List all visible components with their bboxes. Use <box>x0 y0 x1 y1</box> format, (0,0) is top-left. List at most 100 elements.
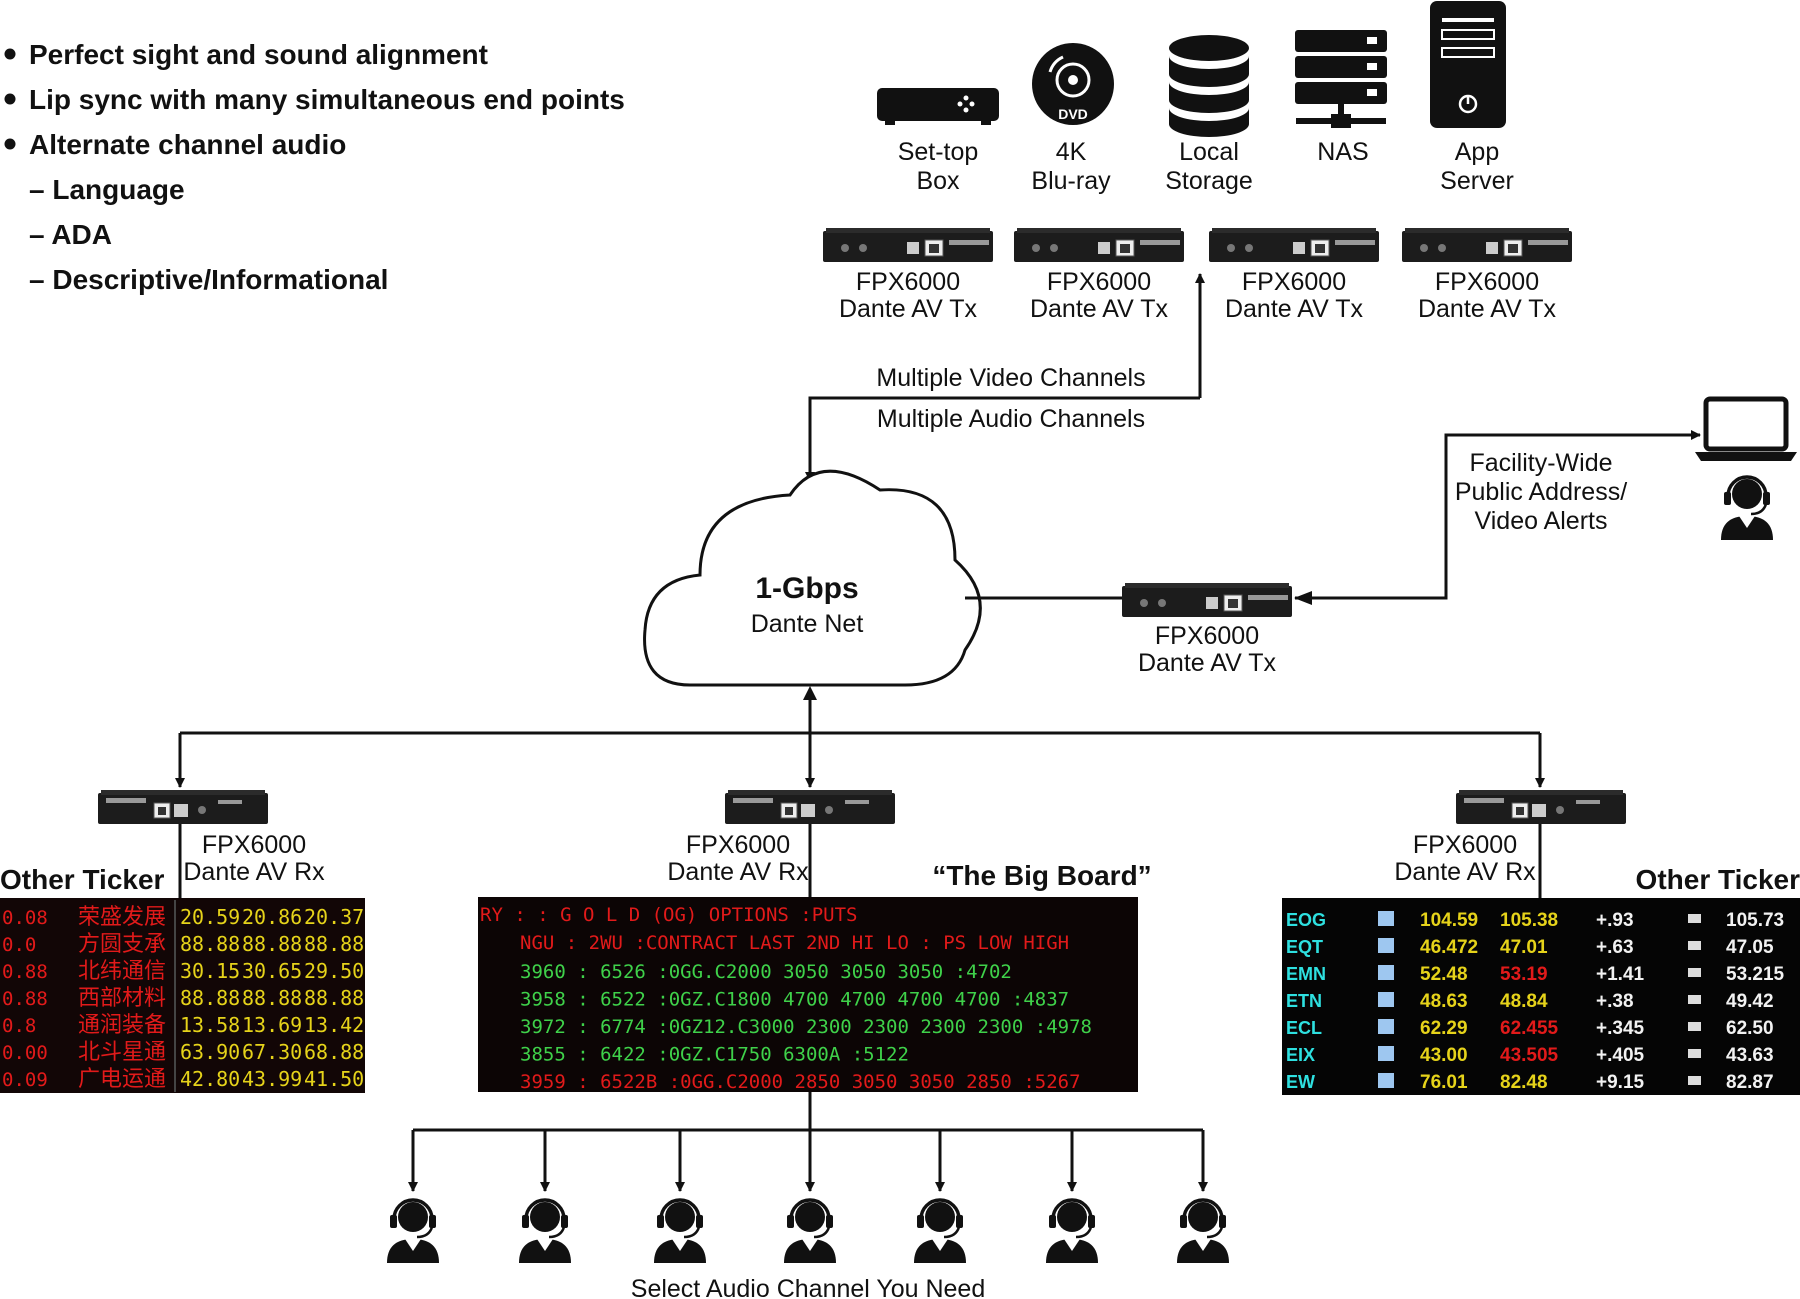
volume-bars-icon <box>1688 1049 1701 1058</box>
big-board-row: 3972 : 6774 :0GZ12.C3000 2300 2300 2300 … <box>520 1016 1092 1038</box>
rx-device-icon <box>98 790 268 824</box>
ticker-value: 0.8 <box>2 1015 36 1037</box>
volume-bars-icon <box>1688 995 1701 1004</box>
pa-label: Public Address/ <box>1455 478 1627 506</box>
bullet-dot <box>4 93 16 105</box>
ticker-change: +1.41 <box>1596 964 1645 985</box>
pa-tx-label: FPX6000 <box>1155 622 1259 650</box>
ticker-change: +.63 <box>1596 937 1634 958</box>
tx-device-label: FPX6000 <box>1242 268 1346 296</box>
source-labels: Set-top Box 4K Blu-ray Local Storage NAS… <box>898 138 1514 195</box>
document-icon <box>1378 992 1394 1007</box>
ticker-value: 0.00 <box>2 1042 48 1064</box>
rx-device-label: Dante AV Rx <box>667 858 809 886</box>
rx-device-label: FPX6000 <box>686 831 790 859</box>
ticker-change: +.93 <box>1596 910 1634 931</box>
tx-device-icon <box>1209 228 1379 262</box>
ticker-value: 13.58 <box>180 1013 240 1037</box>
ticker-name: 通润装备 <box>78 1013 166 1038</box>
ticker-value: 105.73 <box>1726 910 1784 931</box>
set-top-box-icon <box>877 88 999 125</box>
tx-device-icon <box>1014 228 1184 262</box>
big-board-title: “The Big Board” <box>932 860 1151 891</box>
ticker-value: 20.86 <box>242 905 302 929</box>
ticker-value: 47.01 <box>1500 937 1548 958</box>
ticker-change: +.38 <box>1596 991 1634 1012</box>
ticker-value: 20.37 <box>304 905 364 929</box>
tx-device-row: FPX6000 Dante AV Tx FPX6000 Dante AV Tx … <box>823 228 1572 323</box>
listener-distribution: Select Audio Channel You Need <box>385 1092 1231 1299</box>
document-icon <box>1378 911 1394 926</box>
rx-distribution: FPX6000 Dante AV Rx FPX6000 Dante AV Rx … <box>98 686 1626 900</box>
rx-device-icon <box>725 790 895 824</box>
headset-listener-icon <box>385 1198 441 1263</box>
ticker-change: +.405 <box>1596 1045 1645 1066</box>
pa-tx-label: Dante AV Tx <box>1138 649 1277 677</box>
ticker-name: 北斗星通 <box>78 1040 166 1065</box>
ticker-symbol: EW <box>1286 1072 1315 1092</box>
ticker-name: 北纬通信 <box>78 959 166 984</box>
pa-tx-device-icon <box>1122 583 1292 617</box>
tx-device-label: FPX6000 <box>1435 268 1539 296</box>
svg-text:DVD: DVD <box>1058 106 1088 122</box>
ticker-value: 82.87 <box>1726 1072 1774 1093</box>
bullet-dot <box>4 138 16 150</box>
ticker-value: 46.472 <box>1420 937 1478 958</box>
ticker-value: 43.63 <box>1726 1045 1774 1066</box>
dvd-disc-icon: DVD <box>1032 43 1114 125</box>
headset-listener-icon <box>782 1198 838 1263</box>
big-board-columns: NGU : 2WU :CONTRACT LAST 2ND HI LO : PS … <box>520 932 1069 954</box>
headset-listener-icon <box>517 1198 573 1263</box>
document-icon <box>1378 1073 1394 1088</box>
rx-device-label: Dante AV Rx <box>183 858 325 886</box>
tx-device-label: Dante AV Tx <box>1225 295 1364 323</box>
bullet-item: Lip sync with many simultaneous end poin… <box>29 84 625 115</box>
big-board-row: 3959 : 6522B :0GG.C2000 2850 3050 3050 2… <box>520 1071 1081 1093</box>
source-label: Blu-ray <box>1031 167 1111 195</box>
left-ticker-title: Other Ticker <box>0 864 165 895</box>
volume-bars-icon <box>1688 941 1701 950</box>
rx-device-label: Dante AV Rx <box>1394 858 1536 886</box>
ticker-value: 105.38 <box>1500 910 1558 931</box>
nas-server-icon <box>1295 30 1387 128</box>
ticker-value: 29.50 <box>304 959 364 983</box>
tx-device-label: Dante AV Tx <box>1030 295 1169 323</box>
source-label: Storage <box>1165 167 1253 195</box>
ticker-value: 53.215 <box>1726 964 1785 985</box>
bullet-item: Alternate channel audio <box>29 129 346 160</box>
ticker-value: 63.90 <box>180 1040 240 1064</box>
headset-user-icon <box>1719 475 1775 540</box>
sub-bullet-item: – Descriptive/Informational <box>29 264 388 295</box>
bullet-item: Perfect sight and sound alignment <box>29 39 488 70</box>
volume-bars-icon <box>1688 1076 1701 1085</box>
ticker-value: 48.84 <box>1500 991 1548 1012</box>
document-icon <box>1378 938 1394 953</box>
ticker-symbol: EMN <box>1286 964 1326 984</box>
ticker-name: 荣盛发展 <box>78 905 166 930</box>
ticker-value: 53.19 <box>1500 964 1548 985</box>
big-board-header: RY : : G O L D (OG) OPTIONS :PUTS <box>480 904 858 926</box>
rx-device-label: FPX6000 <box>202 831 306 859</box>
ticker-symbol: EOG <box>1286 910 1326 930</box>
right-ticker-title: Other Ticker <box>1636 864 1800 895</box>
ticker-change: +9.15 <box>1596 1072 1645 1093</box>
ticker-value: 0.0 <box>2 934 36 956</box>
ticker-name: 广电运通 <box>78 1067 166 1092</box>
ticker-value: 20.59 <box>180 905 240 929</box>
ticker-value: 0.08 <box>2 907 48 929</box>
ticker-value: 43.99 <box>242 1067 302 1091</box>
dante-network-cloud: 1-Gbps Dante Net <box>643 469 982 687</box>
ticker-value: 0.09 <box>2 1069 48 1091</box>
laptop-icon <box>1695 396 1797 461</box>
ticker-value: 88.88 <box>304 932 364 956</box>
ticker-value: 48.63 <box>1420 991 1468 1012</box>
pa-label: Video Alerts <box>1475 507 1608 535</box>
ticker-value: 0.88 <box>2 988 48 1010</box>
ticker-value: 43.00 <box>1420 1045 1468 1066</box>
tx-device-icon <box>1402 228 1572 262</box>
tx-device-label: Dante AV Tx <box>1418 295 1557 323</box>
ticker-value: 88.88 <box>242 932 302 956</box>
bullet-dot <box>4 48 16 60</box>
source-label: 4K <box>1056 138 1087 166</box>
